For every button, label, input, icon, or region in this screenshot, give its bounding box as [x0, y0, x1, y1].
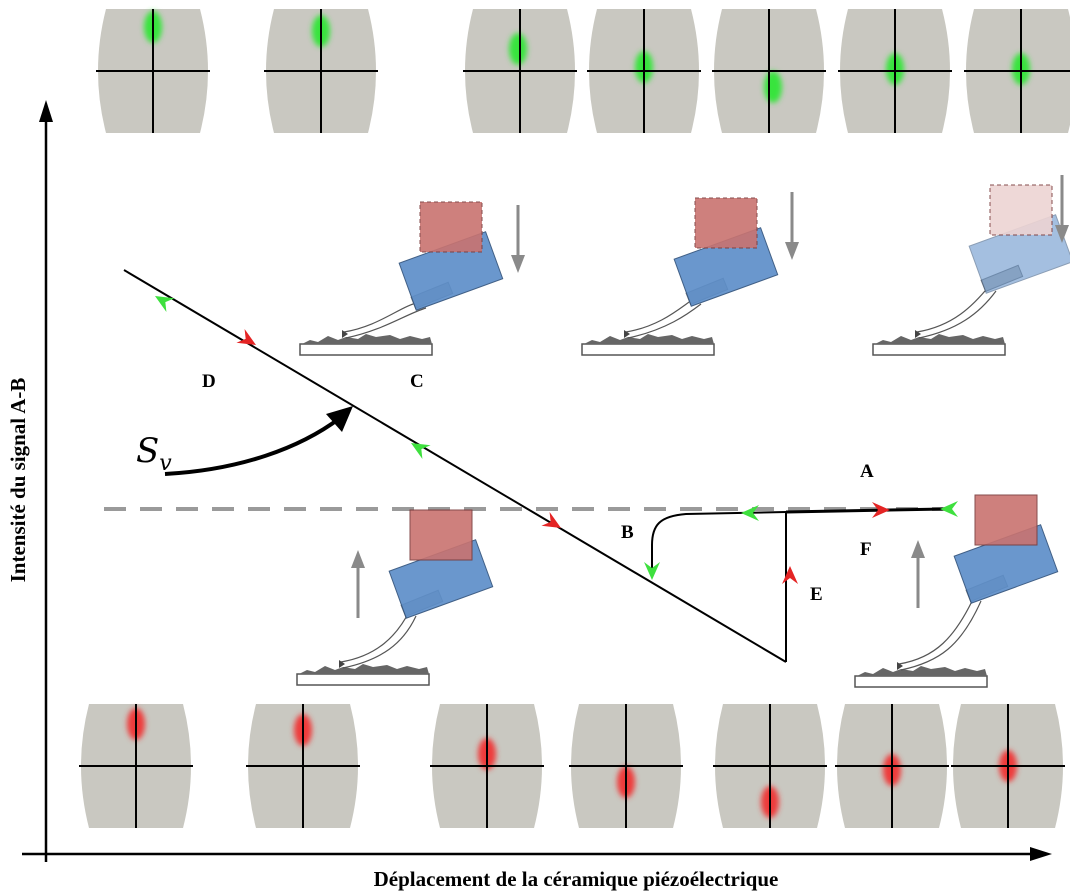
sample-surface	[302, 334, 432, 344]
top-detector-row	[96, 9, 1070, 133]
sample-substrate	[872, 343, 1006, 356]
top-detector-5	[712, 9, 826, 133]
top-detector-3	[463, 9, 577, 133]
cantilever-tip	[624, 330, 630, 338]
mount-block	[989, 184, 1053, 236]
sample-substrate	[296, 673, 430, 686]
top-detector-1	[96, 9, 210, 133]
label-f: F	[860, 539, 872, 560]
cantilever-tip	[915, 330, 921, 338]
afm-head-1	[299, 201, 525, 356]
sample-surface	[875, 334, 1005, 344]
approach-retract-line	[123, 269, 787, 663]
mount-block	[419, 201, 483, 253]
sv-label: Sv	[136, 431, 172, 476]
mount-block	[694, 197, 758, 249]
top-detector-2	[264, 9, 378, 133]
sample-substrate	[299, 343, 433, 356]
afm-head-4	[296, 509, 494, 686]
bottom-detector-row	[79, 704, 1065, 828]
up-motion-arrowhead	[351, 550, 365, 568]
red-arrow-1	[236, 328, 256, 345]
cantilever-lever-2	[342, 615, 417, 669]
red-arrow-2	[541, 511, 561, 528]
afm-head-5	[854, 494, 1059, 688]
cantilever-lever-2	[918, 290, 997, 339]
force-curve	[123, 269, 946, 663]
green-arrow-2	[411, 443, 431, 460]
afm-head-3	[872, 175, 1070, 356]
mount-block	[974, 494, 1038, 546]
green-arrow-3	[741, 505, 759, 521]
top-detector-7	[964, 9, 1070, 133]
cantilever-lever-2	[900, 600, 982, 671]
afm-head-2	[581, 192, 799, 356]
sv-arrowhead	[326, 406, 353, 432]
y-axis-title: Intensité du signal A-B	[6, 378, 30, 583]
bottom-detector-3	[430, 704, 544, 828]
red-arrow-4	[782, 566, 798, 584]
bottom-detector-6	[835, 704, 949, 828]
sample-surface	[857, 666, 987, 676]
cantilever-lever-2	[345, 307, 427, 339]
label-e: E	[810, 584, 823, 605]
x-axis-title: Déplacement de la céramique piézoélectri…	[374, 867, 779, 891]
bottom-detector-5	[713, 704, 827, 828]
top-detector-6	[838, 9, 952, 133]
sample-surface	[584, 334, 714, 344]
laser-spot	[509, 33, 527, 65]
sample-substrate	[854, 675, 988, 688]
down-motion-arrowhead	[511, 255, 525, 273]
cantilever-lever-2	[627, 303, 702, 339]
cantilever-tip	[339, 660, 345, 668]
label-d: D	[202, 371, 216, 392]
bottom-detector-2	[246, 704, 360, 828]
y-axis-arrowhead	[39, 100, 53, 122]
snap-segment	[785, 507, 946, 514]
point-labels: D C A B F E	[202, 371, 874, 605]
sample-surface	[299, 664, 429, 674]
x-axis-arrowhead	[1030, 847, 1052, 861]
sv-curved-arrow	[164, 416, 342, 476]
up-motion-arrowhead	[911, 540, 925, 558]
cantilever-tip	[897, 662, 903, 670]
cantilever-lever	[916, 284, 991, 333]
down-motion-arrowhead	[1055, 225, 1069, 243]
mount-block	[409, 509, 473, 561]
label-b: B	[621, 522, 634, 543]
red-arrow-3	[872, 502, 890, 518]
label-c: C	[410, 371, 424, 392]
direction-arrows	[155, 296, 958, 584]
green-arrow-1	[155, 296, 175, 313]
top-detector-4	[587, 9, 701, 133]
down-motion-arrowhead	[785, 242, 799, 260]
afm-head-illustrations	[296, 175, 1070, 688]
laser-spot	[764, 71, 782, 103]
label-a: A	[860, 461, 874, 482]
axes: Déplacement de la céramique piézoélectri…	[6, 100, 1052, 891]
cantilever-lever	[898, 594, 976, 665]
cantilever-tip	[342, 330, 348, 338]
sv-annotation: Sv	[136, 406, 353, 476]
cantilever-lever	[340, 609, 411, 663]
jump-in-curve	[651, 511, 787, 572]
green-arrow-5	[644, 562, 660, 580]
bottom-detector-4	[569, 704, 683, 828]
sample-substrate	[581, 343, 715, 356]
bottom-detector-7	[951, 704, 1065, 828]
green-arrow-4	[940, 501, 958, 517]
bottom-detector-1	[79, 704, 193, 828]
